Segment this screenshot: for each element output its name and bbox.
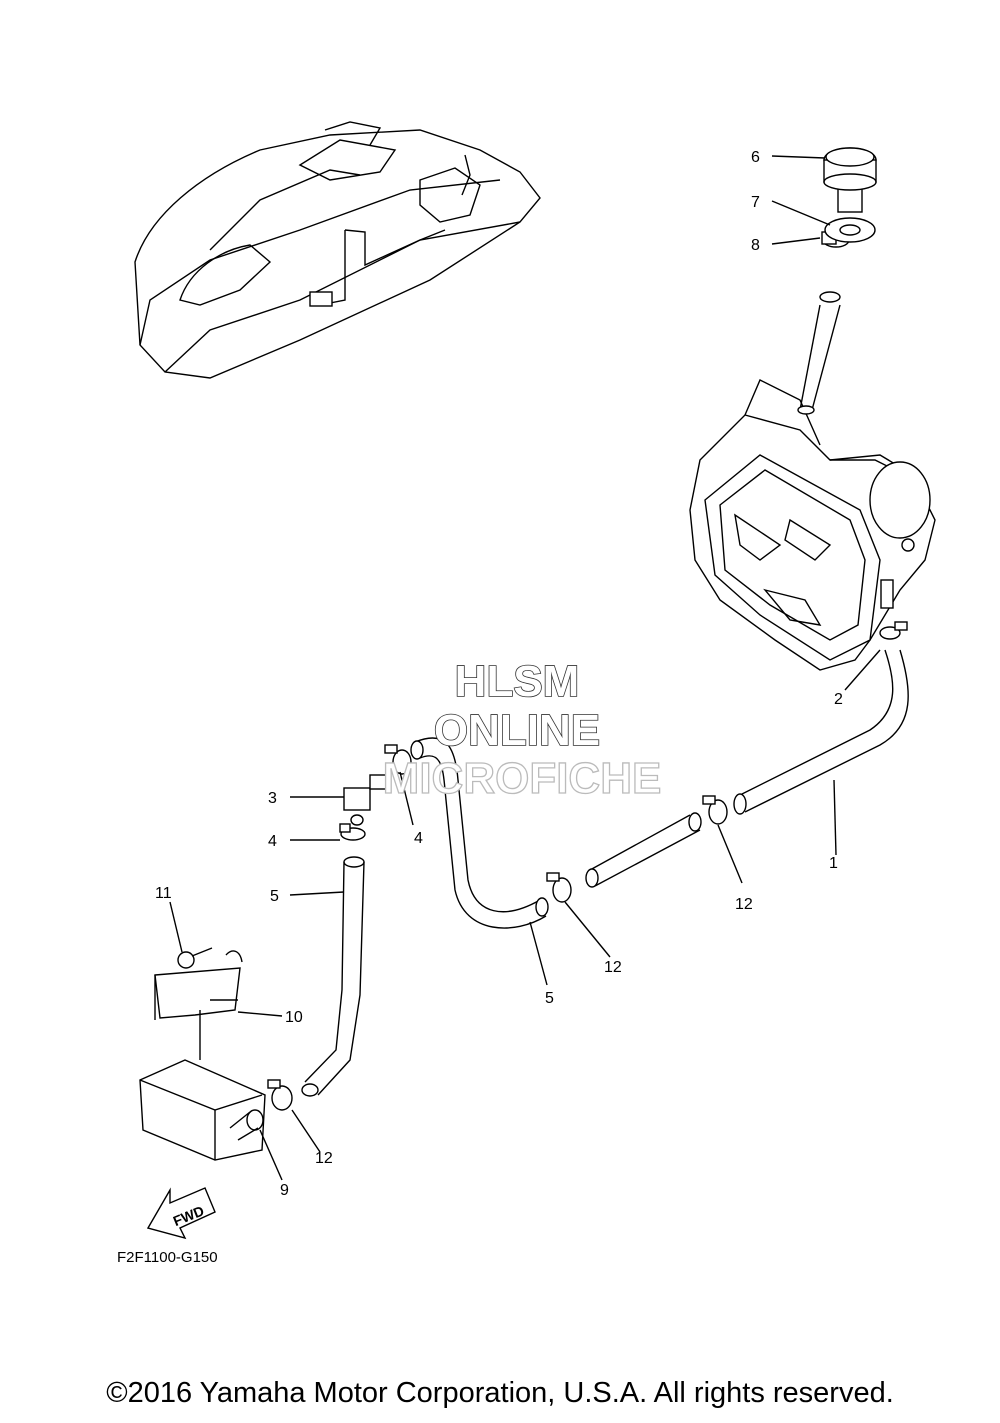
callout-7: 7: [751, 194, 760, 211]
fwd-arrow: FWD: [146, 1187, 216, 1240]
drawing-code: F2F1100-G150: [117, 1249, 218, 1266]
bilge-hose-system: [139, 621, 909, 1161]
watermark: HLSM ONLINE MICROFICHE: [382, 656, 662, 803]
callout-5-left: 5: [270, 888, 279, 905]
callout-1: 1: [829, 855, 838, 872]
callout-12-right: 12: [735, 896, 753, 913]
callout-9: 9: [280, 1182, 289, 1199]
callout-10: 10: [285, 1009, 303, 1026]
callout-5-right: 5: [545, 990, 554, 1007]
callout-12-left: 12: [315, 1150, 333, 1167]
callout-2: 2: [834, 691, 843, 708]
copyright-notice: ©2016 Yamaha Motor Corporation, U.S.A. A…: [106, 1377, 894, 1409]
callout-6: 6: [751, 149, 760, 166]
jet-pump-housing: [689, 379, 936, 671]
watermark-line2: ONLINE: [434, 706, 600, 755]
callout-8: 8: [751, 237, 760, 254]
leader-lines: [169, 155, 881, 1181]
callout-4-right: 4: [414, 830, 423, 847]
upper-hose-assembly: [797, 147, 877, 415]
watercraft-overview: [134, 121, 541, 379]
callout-11: 11: [155, 885, 172, 902]
callout-labels: 1 2 3 4 4 5 5 6 7 8 9 10 11 12 12 12: [155, 149, 843, 1199]
watermark-line3: MICROFICHE: [383, 754, 662, 803]
callout-4-left: 4: [268, 833, 277, 850]
watermark-line1: HLSM: [455, 657, 580, 706]
callout-3: 3: [268, 790, 277, 807]
callout-12-center: 12: [604, 959, 622, 976]
